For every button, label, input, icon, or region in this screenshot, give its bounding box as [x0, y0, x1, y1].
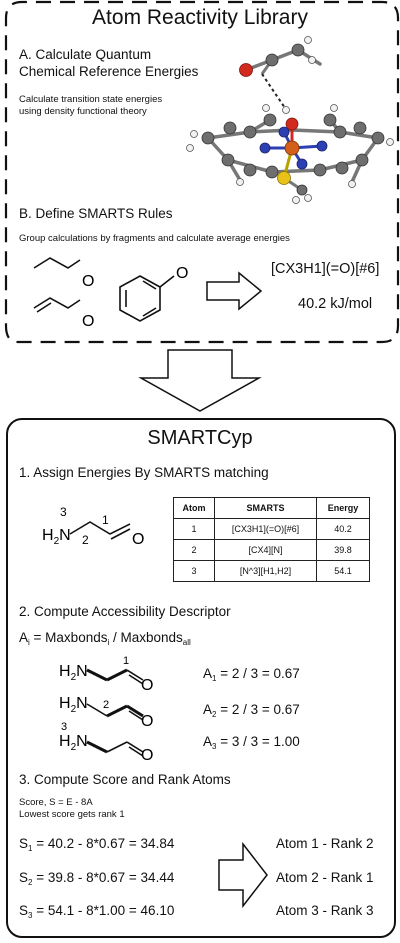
- smartcyp-title: SMARTCyp: [147, 427, 253, 449]
- aminoacetaldehyde-structure: H2N O 3 2 1: [42, 505, 144, 548]
- table-header-row: Atom SMARTS Energy: [173, 497, 370, 519]
- svg-text:1: 1: [123, 655, 129, 667]
- rank-arrow-icon: [218, 842, 268, 908]
- rank-1: Atom 1 - Rank 2: [276, 836, 374, 851]
- svg-text:H2N: H2N: [59, 733, 88, 753]
- table-cell: [N^3][H1,H2]: [214, 560, 317, 582]
- column-header: Atom: [173, 497, 215, 519]
- step1-heading: 1. Assign Energies By SMARTS matching: [19, 465, 269, 480]
- table-row: 3[N^3][H1,H2]54.1: [173, 560, 370, 582]
- rank-3: Atom 3 - Rank 3: [276, 903, 374, 918]
- table-cell: [CX3H1](=O)[#6]: [214, 518, 317, 540]
- down-arrow-icon: [138, 349, 262, 412]
- table-cell: 3: [173, 560, 215, 582]
- table-cell: 54.1: [316, 560, 370, 582]
- score-3: S3 = 54.1 - 8*1.00 = 46.10: [19, 903, 175, 920]
- section-b-heading: B. Define SMARTS Rules: [19, 206, 173, 221]
- smarts-pattern: [CX3H1](=O)[#6]: [271, 261, 380, 277]
- svg-text:O: O: [141, 747, 153, 760]
- atom-label-o: O: [82, 273, 94, 290]
- accessibility-result-2: A2 = 2 / 3 = 0.67: [203, 702, 300, 719]
- section-a-heading: A. Calculate Quantum Chemical Reference …: [19, 47, 199, 79]
- accessibility-molecule-2: H2N 2 O: [59, 695, 153, 728]
- score-1: S1 = 40.2 - 8*0.67 = 34.84: [19, 836, 175, 853]
- atom-label-o: O: [82, 313, 94, 330]
- table-cell: 1: [173, 518, 215, 540]
- transition-state-structure: [186, 36, 394, 204]
- library-title: Atom Reactivity Library: [92, 6, 308, 29]
- smartcyp-frame: [6, 418, 396, 938]
- rank-2: Atom 2 - Rank 1: [276, 870, 374, 885]
- section-a-description: Calculate transition state energies usin…: [19, 94, 163, 117]
- accessibility-result-1: A1 = 2 / 3 = 0.67: [203, 666, 300, 683]
- table-row: 1[CX3H1](=O)[#6]40.2: [173, 518, 370, 540]
- atom-label-n: H2N: [42, 527, 71, 547]
- accessibility-molecule-1: H2N 1 O: [59, 655, 153, 694]
- smarts-energy: 40.2 kJ/mol: [298, 296, 373, 312]
- fragment-molecules: O O O: [33, 257, 188, 330]
- atom-label-o: O: [132, 531, 144, 548]
- right-arrow-icon: [206, 271, 263, 311]
- svg-text:O: O: [141, 713, 153, 728]
- step2-heading: 2. Compute Accessibility Descriptor: [19, 604, 231, 619]
- score-2: S2 = 39.8 - 8*0.67 = 34.44: [19, 870, 175, 887]
- column-header: Energy: [316, 497, 370, 519]
- table-row: 2[CX4][N]39.8: [173, 539, 370, 561]
- atom-number-3: 3: [60, 505, 67, 519]
- atom-number-2: 2: [82, 533, 89, 547]
- table-cell: [CX4][N]: [214, 539, 317, 561]
- svg-text:H2N: H2N: [59, 663, 88, 683]
- library-frame: [4, 0, 400, 344]
- section-b-description: Group calculations by fragments and calc…: [19, 233, 290, 244]
- accessibility-result-3: A3 = 3 / 3 = 1.00: [203, 734, 300, 751]
- svg-text:3: 3: [61, 721, 67, 733]
- score-note: Score, S = E - 8A Lowest score gets rank…: [19, 797, 125, 820]
- accessibility-formula: Ai = Maxbondsi / Maxbondsall: [19, 630, 191, 647]
- smarts-energy-table: Atom SMARTS Energy 1[CX3H1](=O)[#6]40.2 …: [173, 497, 370, 582]
- table-cell: 2: [173, 539, 215, 561]
- atom-label-o: O: [176, 265, 188, 282]
- step3-heading: 3. Compute Score and Rank Atoms: [19, 772, 231, 787]
- svg-text:H2N: H2N: [59, 695, 88, 715]
- column-header: SMARTS: [214, 497, 317, 519]
- table-cell: 39.8: [316, 539, 370, 561]
- table-cell: 40.2: [316, 518, 370, 540]
- accessibility-molecule-3: 3 H2N O: [59, 721, 153, 760]
- atom-number-1: 1: [102, 513, 109, 527]
- svg-text:2: 2: [103, 699, 109, 711]
- svg-text:O: O: [141, 677, 153, 694]
